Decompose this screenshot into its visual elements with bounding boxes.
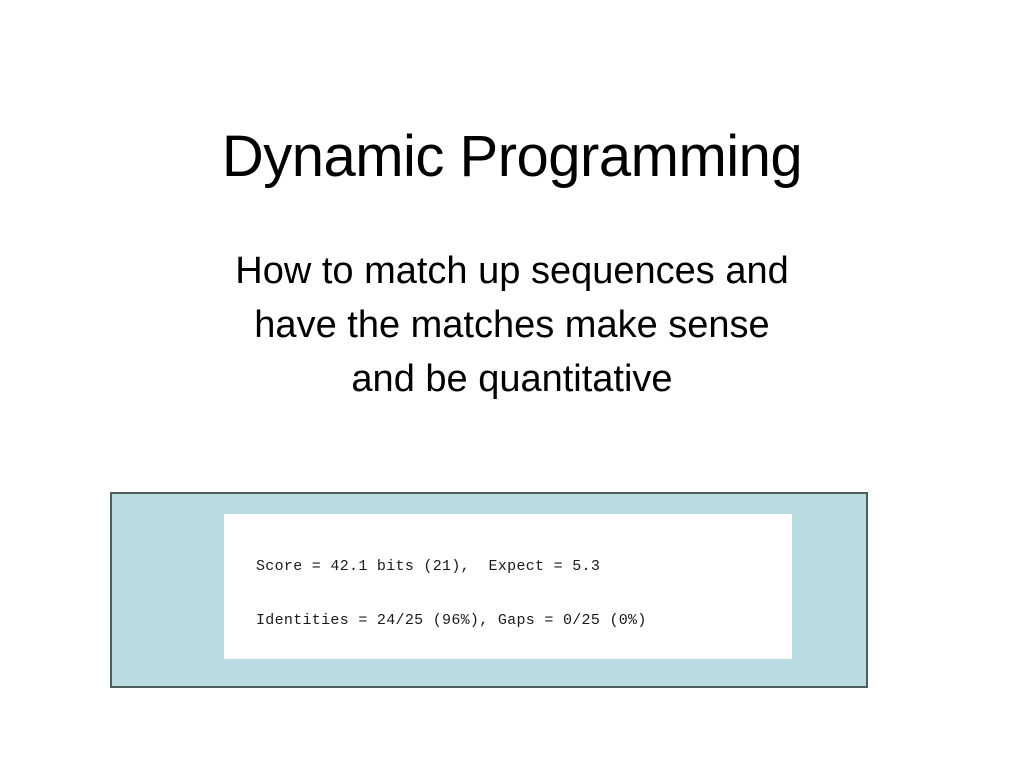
blast-result-panel: Score = 42.1 bits (21), Expect = 5.3 Ide… [110, 492, 868, 688]
subtitle-line-1: How to match up sequences and [235, 250, 789, 292]
blast-identities-line: Identities = 24/25 (96%), Gaps = 0/25 (0… [256, 612, 647, 629]
slide-subtitle: How to match up sequences and have the m… [150, 245, 874, 407]
blast-report-box: Score = 42.1 bits (21), Expect = 5.3 Ide… [224, 514, 792, 659]
blast-summary-header: Score = 42.1 bits (21), Expect = 5.3 Ide… [256, 522, 792, 659]
subtitle-line-3: and be quantitative [351, 357, 673, 400]
page-title: Dynamic Programming [221, 123, 803, 189]
blast-score-line: Score = 42.1 bits (21), Expect = 5.3 [256, 558, 601, 575]
subtitle-line-2: have the matches make sense [254, 303, 770, 346]
